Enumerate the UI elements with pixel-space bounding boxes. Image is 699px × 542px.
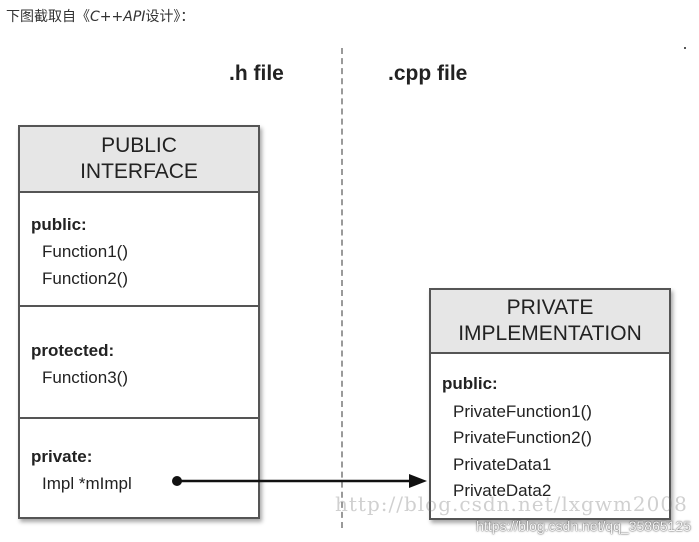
- url-watermark: https://blog.csdn.net/qq_35865125: [476, 518, 691, 534]
- caption-prefix: 下图截取自《: [6, 9, 90, 25]
- public-interface-title-line2: INTERFACE: [80, 160, 198, 183]
- private-implementation-title-line2: IMPLEMENTATION: [458, 322, 642, 345]
- caption: 下图截取自《C++API设计》：: [6, 6, 194, 26]
- public-section: public: Function1() Function2(): [20, 193, 258, 305]
- public-interface-header: PUBLIC INTERFACE: [20, 127, 258, 193]
- private-impl-public-keyword: public:: [442, 374, 498, 393]
- caption-suffix: 设计》：: [145, 9, 195, 25]
- blog-watermark: http://blog.csdn.net/lxgwm2008: [335, 492, 688, 516]
- public-interface-box: PUBLIC INTERFACE public: Function1() Fun…: [18, 125, 260, 519]
- mimpl-item: Impl *mImpl: [42, 474, 132, 493]
- private-section: private: Impl *mImpl: [20, 417, 258, 517]
- public-keyword: public:: [31, 215, 87, 234]
- private-keyword: private:: [31, 447, 93, 466]
- protected-keyword: protected:: [31, 341, 115, 360]
- function2-item: Function2(): [42, 269, 128, 288]
- function1-item: Function1(): [42, 242, 128, 261]
- private-function2-item: PrivateFunction2(): [453, 428, 592, 447]
- private-implementation-header: PRIVATE IMPLEMENTATION: [431, 290, 669, 354]
- private-data1-item: PrivateData1: [453, 455, 552, 474]
- private-data2-item: PrivateData2: [453, 481, 552, 500]
- h-file-label: .h file: [229, 62, 284, 85]
- pointer-arrowhead: [409, 474, 427, 488]
- cpp-file-label: .cpp file: [388, 62, 468, 85]
- corner-tick: [684, 47, 686, 49]
- protected-section: protected: Function3(): [20, 305, 258, 419]
- file-divider: [341, 48, 343, 528]
- function3-item: Function3(): [42, 368, 128, 387]
- private-function1-item: PrivateFunction1(): [453, 402, 592, 421]
- public-interface-title-line1: PUBLIC: [101, 134, 177, 157]
- private-implementation-title-line1: PRIVATE: [506, 296, 594, 319]
- private-implementation-box: PRIVATE IMPLEMENTATION public: PrivateFu…: [429, 288, 671, 520]
- caption-book-title: C++API: [90, 9, 146, 25]
- private-impl-public-section: public: PrivateFunction1() PrivateFuncti…: [431, 354, 669, 516]
